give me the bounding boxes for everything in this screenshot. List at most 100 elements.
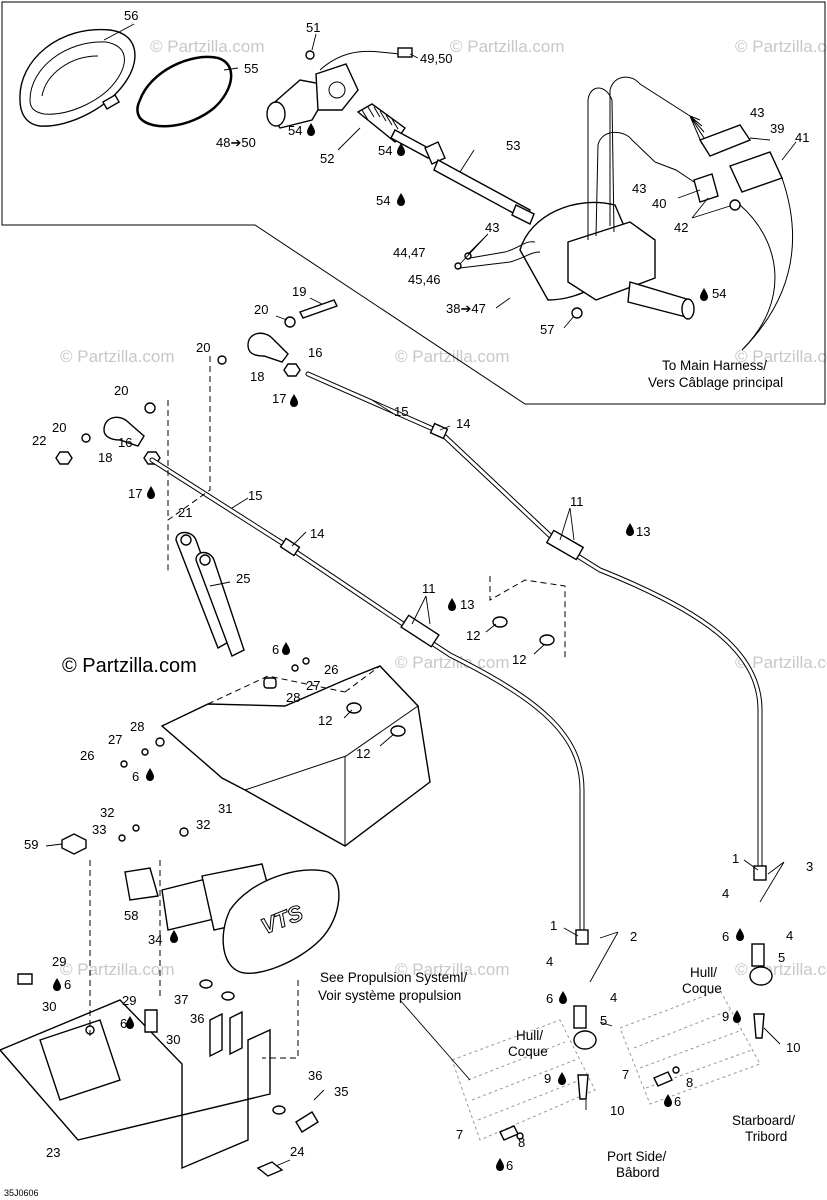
- callout-19: 19: [292, 284, 306, 299]
- callout-28b: 28: [130, 719, 144, 734]
- note-main-harness-2: Vers Câblage principal: [648, 375, 783, 390]
- drop-icon: [496, 1158, 504, 1171]
- drop-icon: [147, 486, 155, 499]
- watermark: © Partzilla.com: [395, 347, 510, 366]
- callout-17b: 17: [128, 486, 142, 501]
- callout-29a: 29: [52, 954, 66, 969]
- lubricant-drops: [53, 123, 744, 1171]
- callout-12a: 12: [466, 628, 480, 643]
- callout-27a: 27: [306, 678, 320, 693]
- drop-icon: [733, 1010, 741, 1023]
- callout-11a: 11: [570, 494, 584, 509]
- callout-32a: 32: [100, 805, 114, 820]
- callout-35: 35: [334, 1084, 348, 1099]
- drop-icon: [558, 1072, 566, 1085]
- figure-code: 35J0606: [4, 1188, 39, 1198]
- callout-12c: 12: [318, 713, 332, 728]
- callout-23: 23: [46, 1145, 60, 1160]
- callout-6d: 6: [546, 991, 553, 1006]
- vts-selector-assembly: VTS: [124, 863, 340, 974]
- callout-34: 34: [148, 932, 162, 947]
- callout-14b: 14: [310, 526, 324, 541]
- watermark: © Partzilla.com: [60, 347, 175, 366]
- callout-8b: 8: [686, 1075, 693, 1090]
- callout-36b: 36: [308, 1068, 322, 1083]
- callout-16a: 16: [308, 345, 322, 360]
- callout-1a: 1: [732, 851, 739, 866]
- note-starboard-2: Tribord: [745, 1129, 787, 1144]
- callout-41: 41: [795, 130, 809, 145]
- watermark: © Partzilla.com: [450, 37, 565, 56]
- callout-17a: 17: [272, 391, 286, 406]
- callout-36a: 36: [190, 1011, 204, 1026]
- callout-14a: 14: [456, 416, 470, 431]
- callout-4c: 4: [546, 954, 553, 969]
- note-propulsion-2: Voir système propulsion: [318, 988, 461, 1003]
- callout-24: 24: [290, 1144, 304, 1159]
- rod-end-assembly-upper: [217, 299, 338, 377]
- control-bracket: [160, 665, 431, 847]
- callout-55: 55: [244, 61, 258, 76]
- callout-49-50: 49,50: [420, 51, 453, 66]
- drop-icon: [397, 193, 405, 206]
- callout-13b: 13: [460, 597, 474, 612]
- watermark: © Partzilla.com: [735, 653, 827, 672]
- callout-10b: 10: [786, 1040, 800, 1055]
- callout-26b: 26: [80, 748, 94, 763]
- drop-icon: [126, 1016, 134, 1029]
- callout-45-46: 45,46: [408, 272, 441, 287]
- note-main-harness-1: To Main Harness/: [662, 358, 767, 373]
- callout-52: 52: [320, 151, 334, 166]
- callout-51: 51: [306, 20, 320, 35]
- callout-12d: 12: [356, 746, 370, 761]
- callout-29b: 29: [122, 993, 136, 1008]
- callout-13a: 13: [636, 524, 650, 539]
- watermark: © Partzilla.com: [60, 960, 175, 979]
- callout-9b: 9: [722, 1009, 729, 1024]
- wire-harness: [454, 115, 794, 351]
- callout-3: 3: [806, 859, 813, 874]
- callout-30b: 30: [166, 1032, 180, 1047]
- display-cover-56: [19, 28, 136, 127]
- callout-57: 57: [540, 322, 554, 337]
- callout-5a: 5: [778, 950, 785, 965]
- callout-38-47: 38➔47: [446, 301, 486, 316]
- linkage-lever-25: [175, 531, 245, 657]
- callout-22: 22: [32, 433, 46, 448]
- callout-37: 37: [174, 992, 188, 1007]
- callout-28a: 28: [286, 690, 300, 705]
- callout-15b: 15: [248, 488, 262, 503]
- shift-cable-starboard: [305, 371, 767, 881]
- drop-icon: [282, 642, 290, 655]
- note-hull-left-2: Coque: [508, 1044, 548, 1059]
- callout-15a: 15: [394, 404, 408, 419]
- drop-icon: [53, 978, 61, 991]
- drop-icon: [397, 143, 405, 156]
- callout-6e: 6: [506, 1158, 513, 1173]
- callout-42: 42: [674, 220, 688, 235]
- callout-54b: 54: [378, 143, 392, 158]
- drop-icon: [448, 598, 456, 611]
- callout-4a: 4: [722, 886, 729, 901]
- callout-33: 33: [92, 822, 106, 837]
- callout-6c: 6: [722, 929, 729, 944]
- shift-cable-port: [149, 457, 589, 945]
- callout-7b: 7: [622, 1067, 629, 1082]
- callout-6h: 6: [120, 1016, 127, 1031]
- actuator-housing-38-47: [519, 76, 695, 320]
- callout-20d: 20: [52, 420, 66, 435]
- callout-25: 25: [236, 571, 250, 586]
- diagram-notes: To Main Harness/ Vers Câblage principal …: [4, 358, 795, 1198]
- gasket-55: [136, 55, 233, 128]
- callout-26a: 26: [324, 662, 338, 677]
- note-hull-left-1: Hull/: [516, 1028, 543, 1043]
- callout-43c: 43: [485, 220, 499, 235]
- drop-icon: [307, 123, 315, 136]
- note-port-2: Bâbord: [616, 1165, 660, 1180]
- callout-40: 40: [652, 196, 666, 211]
- watermark: © Partzilla.com: [150, 37, 265, 56]
- propulsion-reference-left: [451, 1005, 597, 1141]
- callout-20a: 20: [254, 302, 268, 317]
- callout-9a: 9: [544, 1071, 551, 1086]
